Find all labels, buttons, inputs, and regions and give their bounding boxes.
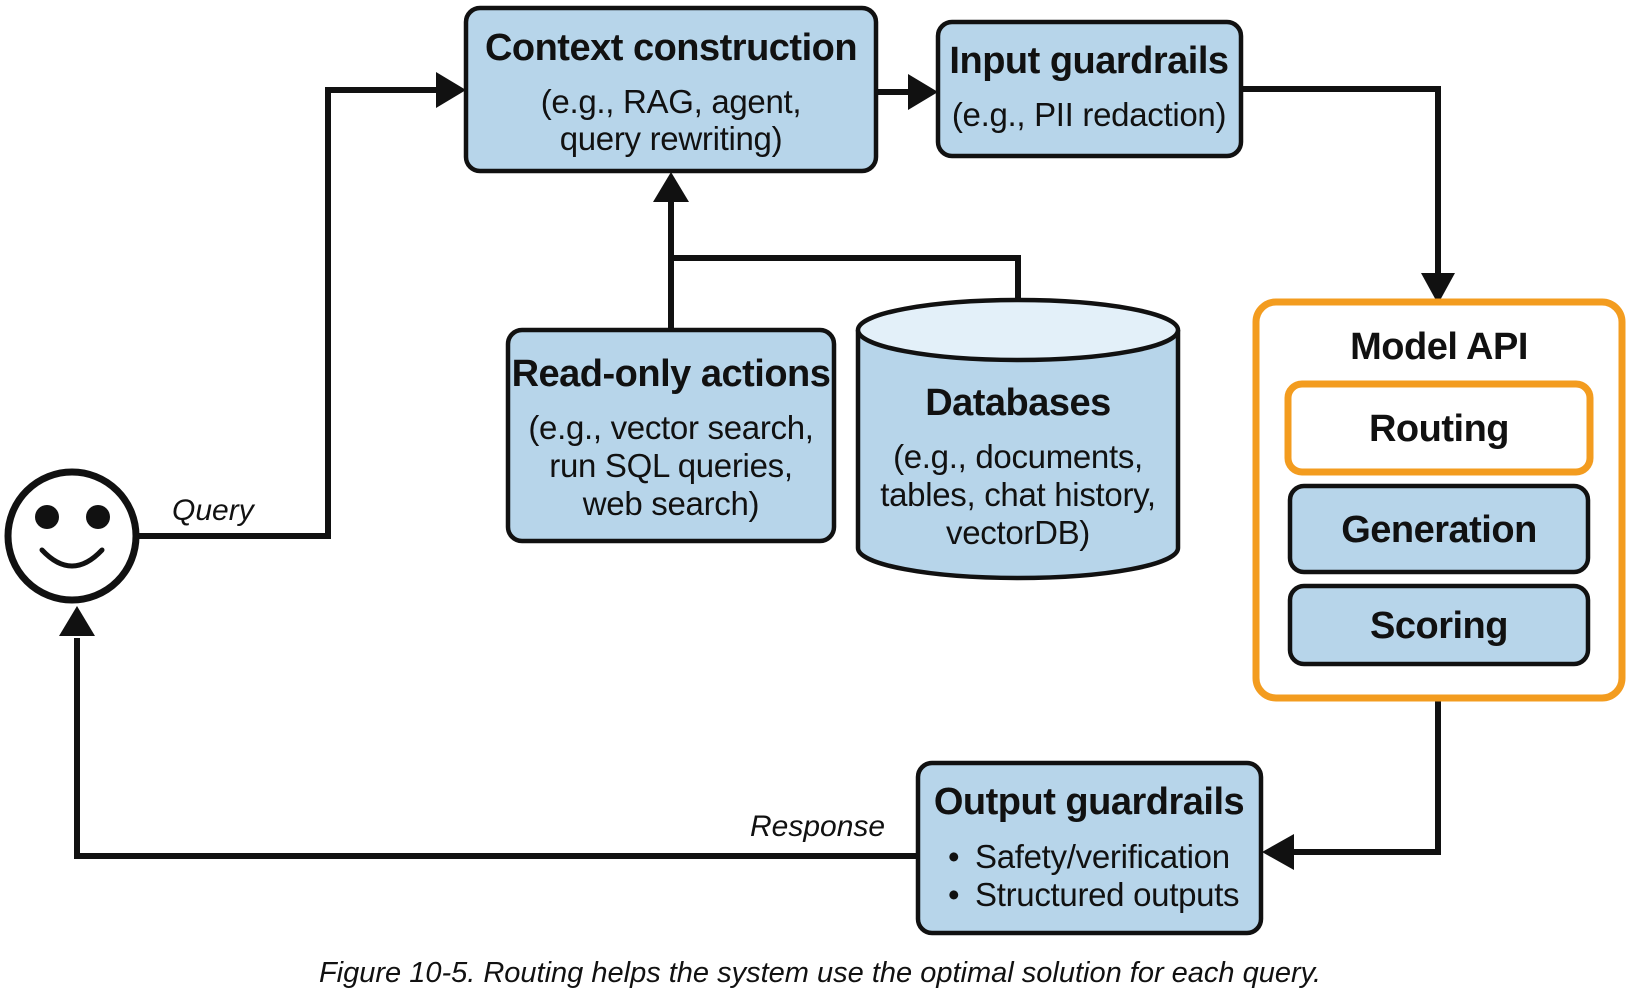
- context-construction-line-2: query rewriting): [560, 120, 783, 157]
- output-guardrails-box: Output guardrails • Safety/verification …: [915, 760, 1264, 936]
- generation-label: Generation: [1341, 509, 1537, 551]
- databases-title: Databases: [925, 382, 1111, 424]
- scoring-label: Scoring: [1370, 605, 1508, 647]
- input-to-model-arrowhead: [1421, 273, 1455, 304]
- input-to-model-arrow-line: [1243, 86, 1441, 276]
- output-guardrails-title: Output guardrails: [934, 781, 1244, 823]
- databases-line-1: (e.g., documents,: [893, 438, 1143, 475]
- scoring-box: Scoring: [1287, 583, 1591, 667]
- sources-to-context-arrowhead: [653, 172, 689, 202]
- read-only-actions-line-2: run SQL queries,: [549, 447, 792, 484]
- output-guardrails-bullet-2: Structured outputs: [975, 876, 1239, 913]
- model-to-output-arrow-line: [1290, 700, 1441, 855]
- databases-cylinder: Databases (e.g., documents, tables, chat…: [855, 297, 1181, 581]
- figure-caption: Figure 10-5. Routing helps the system us…: [319, 957, 1321, 989]
- query-label: Query: [172, 494, 256, 527]
- smiley-face-icon: [4, 468, 140, 604]
- databases-line-3: vectorDB): [946, 514, 1090, 551]
- response-arrowhead: [59, 606, 95, 636]
- context-construction-title: Context construction: [485, 27, 857, 69]
- databases-line-2: tables, chat history,: [880, 476, 1156, 513]
- query-arrowhead: [436, 72, 466, 108]
- read-only-actions-line-3: web search): [582, 485, 759, 522]
- query-arrow-line: [138, 87, 440, 539]
- read-only-actions-title: Read-only actions: [512, 353, 831, 395]
- input-guardrails-title: Input guardrails: [949, 40, 1228, 82]
- input-guardrails-line-1: (e.g., PII redaction): [952, 96, 1226, 133]
- input-guardrails-box: Input guardrails (e.g., PII redaction): [935, 19, 1244, 159]
- sources-merge-line: [671, 255, 1021, 302]
- read-only-actions-line-1: (e.g., vector search,: [528, 409, 813, 446]
- bullet-marker-2: •: [948, 876, 959, 913]
- response-arrow-line: [74, 638, 918, 859]
- context-construction-box: Context construction (e.g., RAG, agent, …: [463, 5, 879, 174]
- connectors: [59, 72, 1455, 870]
- user-node: [4, 468, 140, 604]
- model-api-container: Model API Routing Generation Scoring: [1252, 298, 1626, 702]
- context-construction-line-1: (e.g., RAG, agent,: [541, 83, 802, 120]
- model-to-output-arrowhead: [1262, 834, 1294, 870]
- read-only-actions-box: Read-only actions (e.g., vector search, …: [505, 327, 837, 544]
- generation-box: Generation: [1287, 483, 1591, 575]
- context-to-input-arrowhead: [908, 74, 938, 110]
- model-api-title: Model API: [1350, 326, 1528, 368]
- routing-box: Routing: [1284, 380, 1594, 476]
- output-guardrails-bullet-1: Safety/verification: [975, 838, 1230, 875]
- routing-label: Routing: [1369, 408, 1509, 450]
- bullet-marker-1: •: [948, 838, 959, 875]
- response-label: Response: [750, 810, 885, 843]
